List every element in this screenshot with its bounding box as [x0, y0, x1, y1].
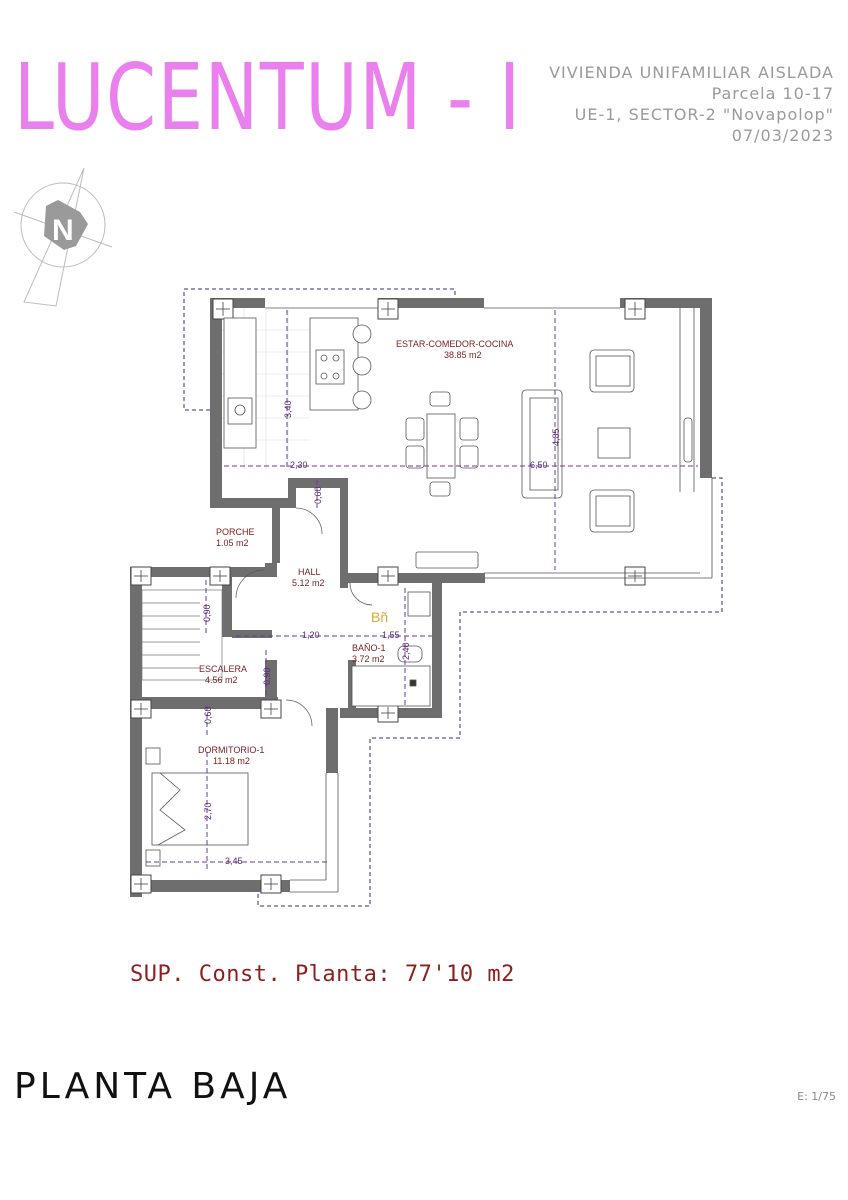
room-escalera-name: ESCALERA	[199, 664, 247, 674]
dim-bedroom-width: 3,45	[225, 856, 243, 866]
dimension-labels: 3,40 2,30 4,85 6,50 0,60 1,20 1,55 2,40 …	[202, 400, 561, 866]
compass-north-label: N	[52, 214, 74, 247]
dining-table	[405, 391, 479, 497]
dim-kitchen-width: 2,30	[290, 460, 308, 470]
living-furniture	[415, 349, 693, 569]
dim-bedroom-top: 0,60	[203, 706, 213, 724]
dim-hall-depth: 0,60	[313, 486, 323, 504]
info-line-date: 07/03/2023	[731, 126, 834, 145]
eave-outline	[183, 288, 723, 907]
room-bano-area: 3.72 m2	[352, 654, 385, 664]
column-crosshairs	[134, 302, 642, 890]
room-bano-name: BAÑO-1	[352, 643, 386, 653]
info-line-parcel: Parcela 10-17	[711, 84, 834, 103]
room-estar-name: ESTAR-COMEDOR-COCINA	[396, 339, 513, 349]
bath-tag: Bñ	[371, 609, 388, 625]
room-labels: ESTAR-COMEDOR-COCINA 38.85 m2 PORCHE 1.0…	[198, 339, 513, 766]
room-dormitorio-name: DORMITORIO-1	[198, 745, 264, 755]
room-estar-area: 38.85 m2	[444, 350, 482, 360]
room-escalera-area: 4.56 m2	[205, 675, 238, 685]
info-line-sector: UE-1, SECTOR-2 "Novapolop"	[574, 105, 834, 124]
dim-bath-width: 1,55	[382, 630, 400, 640]
columns	[130, 298, 646, 894]
plan-title: PLANTA BAJA	[14, 1066, 292, 1107]
dim-stair-bottom: 0,90	[262, 667, 272, 685]
project-info: VIVIENDA UNIFAMILIAR AISLADA Parcela 10-…	[549, 62, 834, 146]
north-compass-icon: N	[13, 167, 113, 307]
dim-bath-height: 2,40	[401, 642, 411, 660]
room-hall-name: HALL	[298, 567, 321, 577]
dim-hall-width: 1,20	[302, 630, 320, 640]
walls	[130, 298, 712, 897]
constructed-surface: SUP. Const. Planta: 77'10 m2	[130, 962, 515, 987]
room-dormitorio-area: 11.18 m2	[213, 756, 250, 766]
bath-fixtures	[351, 591, 431, 707]
info-line-type: VIVIENDA UNIFAMILIAR AISLADA	[549, 63, 834, 82]
room-porche-area: 1.05 m2	[216, 538, 249, 548]
room-porche-name: PORCHE	[216, 527, 255, 537]
dim-stair-top: 0,90	[202, 604, 212, 622]
plan-scale: E: 1/75	[797, 1090, 836, 1103]
dimension-lines	[146, 310, 698, 870]
dim-living-height: 4,85	[551, 428, 561, 446]
room-hall-area: 5.12 m2	[292, 578, 325, 588]
dim-kitchen-height: 3,40	[283, 400, 293, 418]
dim-living-width: 6,50	[530, 460, 548, 470]
kitchen-furniture	[223, 317, 372, 449]
doors	[235, 507, 373, 727]
project-title: LUCENTUM - I	[14, 44, 522, 151]
dim-bedroom-height: 2,70	[203, 802, 213, 820]
stair-treads	[141, 589, 223, 681]
